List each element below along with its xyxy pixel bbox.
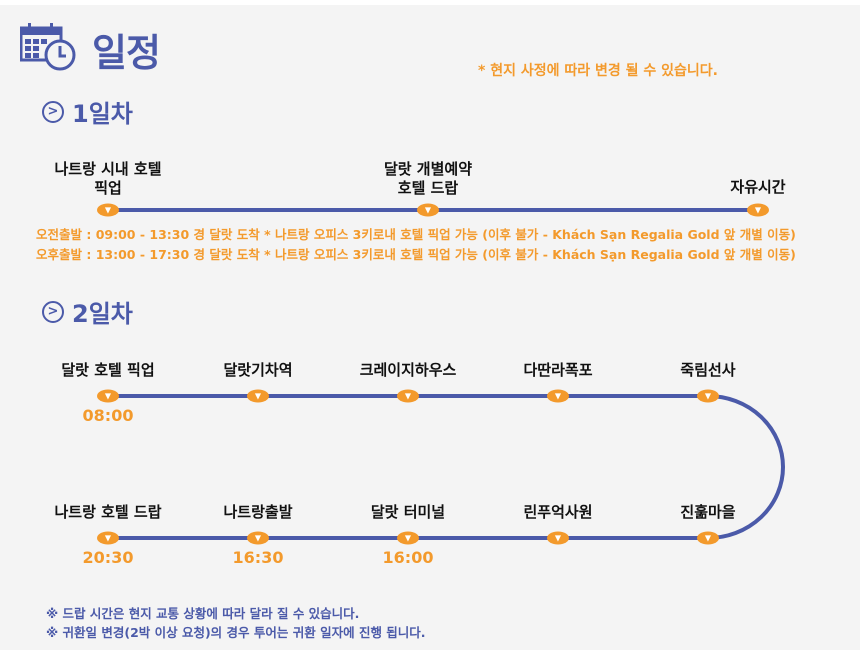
day1-label: 1일차	[72, 100, 133, 128]
page-title: 일정	[92, 31, 161, 75]
stop-marker-icon: ▼	[397, 389, 419, 403]
stop-label: 달랏 터미널	[370, 503, 446, 521]
stop-label: 자유시간	[730, 178, 786, 196]
stop-marker-icon: ▼	[697, 389, 719, 403]
calendar-clock-icon	[20, 23, 76, 71]
day1-heading: > 1일차	[42, 94, 133, 129]
change-notice: * 현지 사정에 따라 변경 될 수 있습니다.	[478, 63, 718, 79]
stop-time: 16:00	[382, 548, 434, 567]
afternoon-departure-info: 오후출발 : 13:00 - 17:30 경 달랏 도착 * 나트랑 오피스 3…	[36, 247, 796, 262]
stop-marker-icon: ▼	[247, 531, 269, 545]
footnote: ※ 드랍 시간은 현지 교통 상황에 따라 달라 질 수 있습니다.	[46, 606, 360, 621]
stop-label: 달랏 개별예약 호텔 드랍	[383, 160, 473, 197]
stop-label: 달랏 호텔 픽업	[61, 361, 155, 379]
stop-label: 달랏기차역	[223, 361, 293, 379]
stop-label: 다딴라폭포	[523, 361, 593, 379]
stop-label: 죽림선사	[680, 361, 736, 379]
stop-marker-icon: ▼	[97, 531, 119, 545]
stop-marker-icon: ▼	[547, 389, 569, 403]
stop-marker-icon: ▼	[417, 203, 439, 217]
stop-marker-icon: ▼	[97, 389, 119, 403]
stop-time: 08:00	[82, 406, 134, 425]
stop-label: 나트랑 시내 호텔 픽업	[54, 160, 162, 197]
stop-label: 크레이지하우스	[359, 361, 457, 379]
background	[0, 5, 860, 650]
stop-label: 나트랑 호텔 드랍	[54, 503, 162, 521]
stop-label: 나트랑출발	[223, 503, 293, 521]
footnote: ※ 귀환일 변경(2박 이상 요청)의 경우 투어는 귀환 일자에 진행 됩니다…	[46, 625, 426, 640]
day2-heading: > 2일차	[42, 294, 133, 329]
stop-marker-icon: ▼	[97, 203, 119, 217]
stop-time: 16:30	[232, 548, 284, 567]
stop-marker-icon: ▼	[547, 531, 569, 545]
stop-label: 린푸억사원	[523, 503, 593, 521]
stop-marker-icon: ▼	[697, 531, 719, 545]
stop-marker-icon: ▼	[247, 389, 269, 403]
morning-departure-info: 오전출발 : 09:00 - 13:30 경 달랏 도착 * 나트랑 오피스 3…	[36, 227, 796, 242]
stop-marker-icon: ▼	[747, 203, 769, 217]
stop-time: 20:30	[82, 548, 134, 567]
chevron-right-circle-icon: >	[42, 300, 64, 323]
day2-timeline	[108, 394, 785, 540]
day2-label: 2일차	[72, 300, 133, 328]
chevron-right-circle-icon: >	[42, 100, 64, 123]
stop-label: 진훎마을	[680, 503, 736, 521]
stop-marker-icon: ▼	[397, 531, 419, 545]
